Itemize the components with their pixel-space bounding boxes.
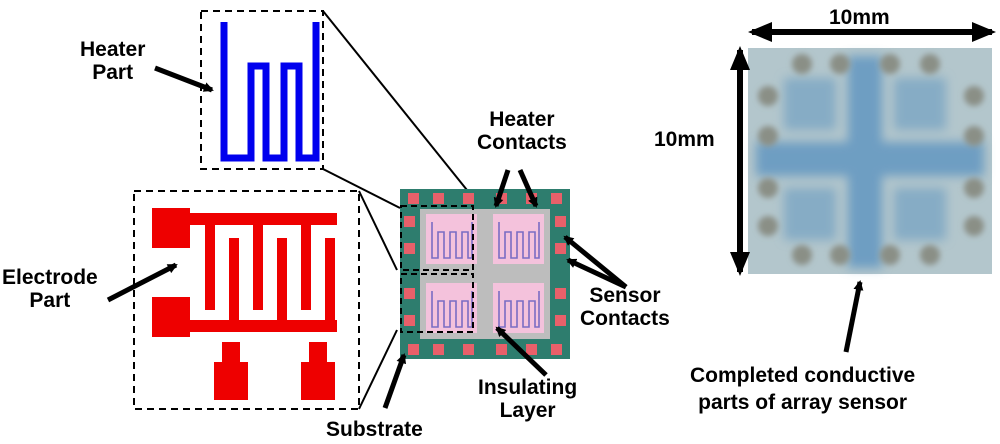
insulating-layer-label-line2: Layer [499,399,556,422]
pointer-arrows [106,65,864,409]
photo-caption-line2: parts of array sensor [698,391,908,414]
sensor-chip [400,189,570,359]
substrate-label: Substrate [326,418,423,441]
heater-highlight-box [400,205,474,271]
zoom-connector-lines [322,10,476,410]
heater-zoom-box [200,10,324,170]
electrode-part-label-line2: Part [29,289,71,312]
photo-caption-line1: Completed conductive [690,364,916,387]
sensor-contacts-label: Sensor Contacts [580,284,670,330]
electrode-part-label: Electrode Part [2,266,98,312]
insulating-layer-label: Insulating Layer [478,376,577,422]
sensor-contacts-label-line2: Contacts [580,307,670,330]
electrode-pattern [152,208,337,400]
contact-pads [404,193,566,355]
heater-contact-arrow-right [517,168,539,208]
heater-pattern [220,22,320,162]
sensor-photo [748,48,992,274]
photo-caption-arrow [843,280,864,353]
heater-contacts-label: Heater Contacts [477,108,567,154]
sensor-contacts-label-line1: Sensor [589,284,661,307]
heater-part-label-line2: Part [92,61,134,84]
substrate-arrow [382,353,407,409]
heater-part-arrow [154,65,214,93]
heater-part-label-line1: Heater [80,38,146,61]
insulating-layer-arrow [495,326,548,377]
insulating-layer-label-line1: Insulating [478,376,578,399]
heater-part-label: Heater Part [80,38,145,84]
height-dimension-label: 10mm [654,128,715,151]
electrode-part-arrow [106,262,178,303]
heater-contacts-label-line1: Heater [489,108,555,131]
heater-contact-arrow-left [493,169,511,208]
width-dimension-label: 10mm [829,6,890,29]
electrode-part-label-line1: Electrode [2,266,98,289]
sensor-contact-arrow-lower [566,257,628,290]
electrode-highlight-box [400,273,474,333]
heater-contacts-label-line2: Contacts [477,131,567,154]
sensor-heater-traces [431,222,540,328]
photo-caption: Completed conductive parts of array sens… [690,362,915,416]
sensor-contact-arrow-upper [563,235,628,289]
photo-conductors [756,56,984,268]
photo-contact-pads [758,54,984,265]
